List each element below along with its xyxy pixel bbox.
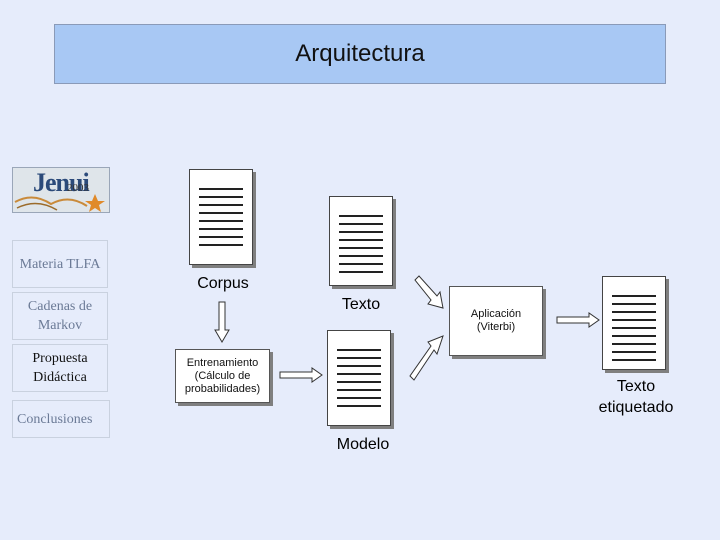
arrow-texto-to-aplicacion <box>414 275 444 309</box>
logo-year: 2003 <box>67 182 89 194</box>
logo-decoration <box>14 194 105 212</box>
etiquetado-document-icon <box>602 276 666 370</box>
arrow-aplicacion-to-etiquetado <box>556 312 600 328</box>
modelo-document-icon <box>327 330 391 426</box>
texto-document-icon <box>329 196 393 286</box>
arrow-entrenamiento-to-modelo <box>279 367 323 383</box>
slide-title: Arquitectura <box>54 24 666 84</box>
modelo-label: Modelo <box>336 436 390 453</box>
logo-text: Jenui <box>33 168 90 197</box>
jenui-logo: Jenui 2003 <box>12 167 110 213</box>
sidebar-item-cadenas[interactable]: Cadenas de Markov <box>12 292 108 340</box>
sidebar-item-materia[interactable]: Materia TLFA <box>12 240 108 288</box>
sidebar-item-conclusiones[interactable]: Conclusiones <box>12 400 110 438</box>
arrow-modelo-to-aplicacion <box>409 335 444 381</box>
entrenamiento-box: Entrenamiento (Cálculo de probabilidades… <box>175 349 270 403</box>
corpus-document-icon <box>189 169 253 265</box>
aplicacion-box: Aplicación (Viterbi) <box>449 286 543 356</box>
arrow-corpus-to-entrenamiento <box>214 301 230 343</box>
texto-label: Texto <box>341 296 381 313</box>
corpus-label: Corpus <box>197 275 249 292</box>
texto-etiquetado-label: Texto etiquetado <box>598 378 674 416</box>
sidebar-item-propuesta[interactable]: Propuesta Didáctica <box>12 344 108 392</box>
